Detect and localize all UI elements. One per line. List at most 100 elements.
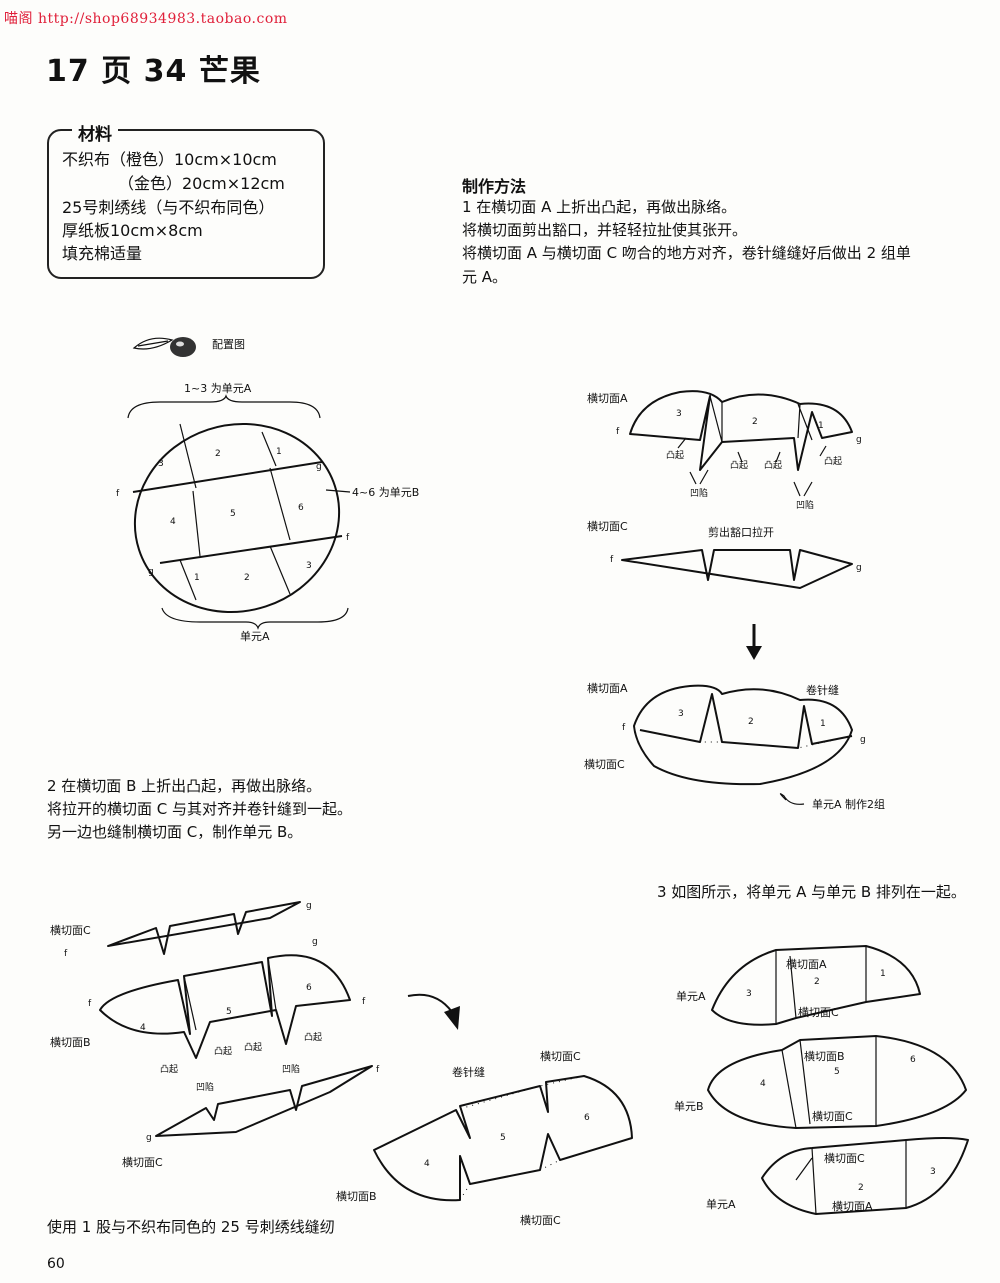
concave-note: 凹陷 — [282, 1063, 300, 1075]
convex-note: 凸起 — [824, 456, 842, 467]
step2-line: 将拉开的横切面 C 与其对齐并卷针缝到一起。 — [47, 800, 353, 818]
piece-num: 3 — [678, 709, 684, 719]
step1-line: 将横切面 A 与横切面 C 吻合的地方对齐，卷针缝缝好后做出 2 组单 — [462, 244, 911, 262]
layout-label-right: 4~6 为单元B — [352, 486, 419, 499]
unit-a-top — [711, 945, 921, 1026]
materials-heading: 材料 — [72, 120, 118, 145]
piece-num: 6 — [910, 1055, 916, 1065]
cut-note: 剪出豁口拉开 — [708, 525, 774, 539]
convex-note: 凸起 — [214, 1046, 232, 1057]
footer-note: 使用 1 股与不织布同色的 25 号刺绣线缝纫 — [47, 1218, 335, 1236]
label-face-b: 横切面B — [804, 1049, 845, 1063]
piece-num: 1 — [818, 421, 824, 431]
step3-text: 3 如图所示，将单元 A 与单元 B 排列在一起。 — [657, 883, 966, 901]
piece-num: 2 — [748, 717, 754, 727]
piece-num: 4 — [760, 1079, 766, 1089]
label-face-c: 横切面C — [50, 923, 91, 937]
method-heading: 制作方法 — [462, 177, 527, 196]
step2-diagram: 横切面C f g 4 5 6 f f g 横切面B 凸起 凸起 凸起 凸起 凹陷… — [50, 901, 633, 1227]
seg-num: 1 — [276, 447, 282, 457]
mango-outline — [133, 422, 341, 614]
label-unit-a: 单元A — [676, 990, 706, 1003]
material-line: 填充棉适量 — [62, 244, 143, 263]
mango-icon — [132, 337, 196, 357]
piece-num: 6 — [306, 983, 312, 993]
bottom-brace — [161, 607, 349, 630]
seg-num: 2 — [244, 573, 250, 583]
unit-a-assembled — [633, 684, 853, 786]
mark-f: f — [362, 997, 366, 1007]
label-unit-a: 单元A — [706, 1198, 736, 1211]
mark-f: f — [616, 427, 620, 437]
face-a-shape — [629, 390, 853, 471]
layout-title: 配置图 — [212, 338, 245, 351]
label-face-b: 横切面B — [50, 1035, 91, 1049]
label-face-c: 横切面C — [587, 519, 628, 533]
mark-f: f — [622, 723, 626, 733]
unit-b-middle — [707, 1035, 967, 1129]
unit-a-bottom — [761, 1137, 969, 1215]
label-face-b: 横切面B — [336, 1189, 377, 1203]
piece-num: 2 — [814, 977, 820, 987]
materials-box — [47, 129, 325, 279]
mark-g: g — [312, 937, 318, 947]
mark-g: g — [316, 462, 322, 472]
label-face-c: 横切面C — [812, 1109, 853, 1123]
concave-note: 凹陷 — [796, 499, 814, 511]
cut-line-lower — [159, 535, 343, 564]
seam-note: 卷针缝 — [452, 1065, 485, 1079]
step2-line: 2 在横切面 B 上折出凸起，再做出脉络。 — [47, 777, 322, 795]
page-title: 17 页 34 芒果 — [46, 54, 261, 89]
piece-num: 5 — [226, 1007, 232, 1017]
label-face-a: 横切面A — [587, 681, 628, 695]
seg-num: 6 — [298, 503, 304, 513]
piece-num: 2 — [858, 1183, 864, 1193]
concave-note: 凹陷 — [196, 1081, 214, 1093]
piece-num: 6 — [584, 1113, 590, 1123]
down-arrow-icon — [746, 646, 762, 660]
top-brace — [127, 394, 321, 419]
step1-line: 1 在横切面 A 上折出凸起，再做出脉络。 — [462, 198, 737, 216]
label-face-c: 横切面C — [584, 757, 625, 771]
piece-num: 3 — [930, 1167, 936, 1177]
piece-num: 3 — [676, 409, 682, 419]
piece-num: 3 — [746, 989, 752, 999]
piece-num: 5 — [500, 1133, 506, 1143]
face-c-shape — [621, 549, 853, 589]
layout-label-bottom: 单元A — [240, 630, 270, 643]
seg-num: 1 — [194, 573, 200, 583]
mark-g: g — [146, 1133, 152, 1143]
seg-num: 4 — [170, 517, 176, 527]
face-c-bottom — [155, 1065, 373, 1137]
piece-num: 4 — [140, 1023, 146, 1033]
layout-diagram: 配置图 1~3 为单元A 3 2 1 4 5 6 1 2 3 f f g g 4… — [116, 337, 419, 643]
seg-num: 5 — [230, 509, 236, 519]
piece-num: 1 — [820, 719, 826, 729]
material-line: 厚纸板10cm×8cm — [62, 221, 203, 240]
piece-num: 1 — [880, 969, 886, 979]
piece-num: 5 — [834, 1067, 840, 1077]
cut-line-upper — [132, 461, 323, 493]
label-face-a: 横切面A — [786, 957, 827, 971]
convex-note: 凸起 — [244, 1042, 262, 1053]
mark-g: g — [860, 735, 866, 745]
curl-arrow-icon — [779, 793, 805, 805]
piece-num: 4 — [424, 1159, 430, 1169]
label-unit-b: 单元B — [674, 1100, 704, 1113]
step2-line: 另一边也缝制横切面 C，制作单元 B。 — [47, 823, 303, 841]
convex-note: 凸起 — [730, 460, 748, 471]
concave-note: 凹陷 — [690, 487, 708, 499]
convex-note: 凸起 — [160, 1064, 178, 1075]
face-c-top — [107, 901, 301, 955]
unit-b-assembled — [373, 1075, 633, 1202]
material-line: 不织布（橙色）10cm×10cm — [62, 150, 277, 169]
mark-f: f — [346, 533, 350, 543]
convex-note: 凸起 — [304, 1032, 322, 1043]
mark-g: g — [856, 435, 862, 445]
mark-f: f — [88, 999, 92, 1009]
seam-note: 卷针缝 — [806, 683, 839, 697]
seg-num: 3 — [306, 561, 312, 571]
label-face-a: 横切面A — [832, 1199, 873, 1213]
label-face-a: 横切面A — [587, 391, 628, 405]
